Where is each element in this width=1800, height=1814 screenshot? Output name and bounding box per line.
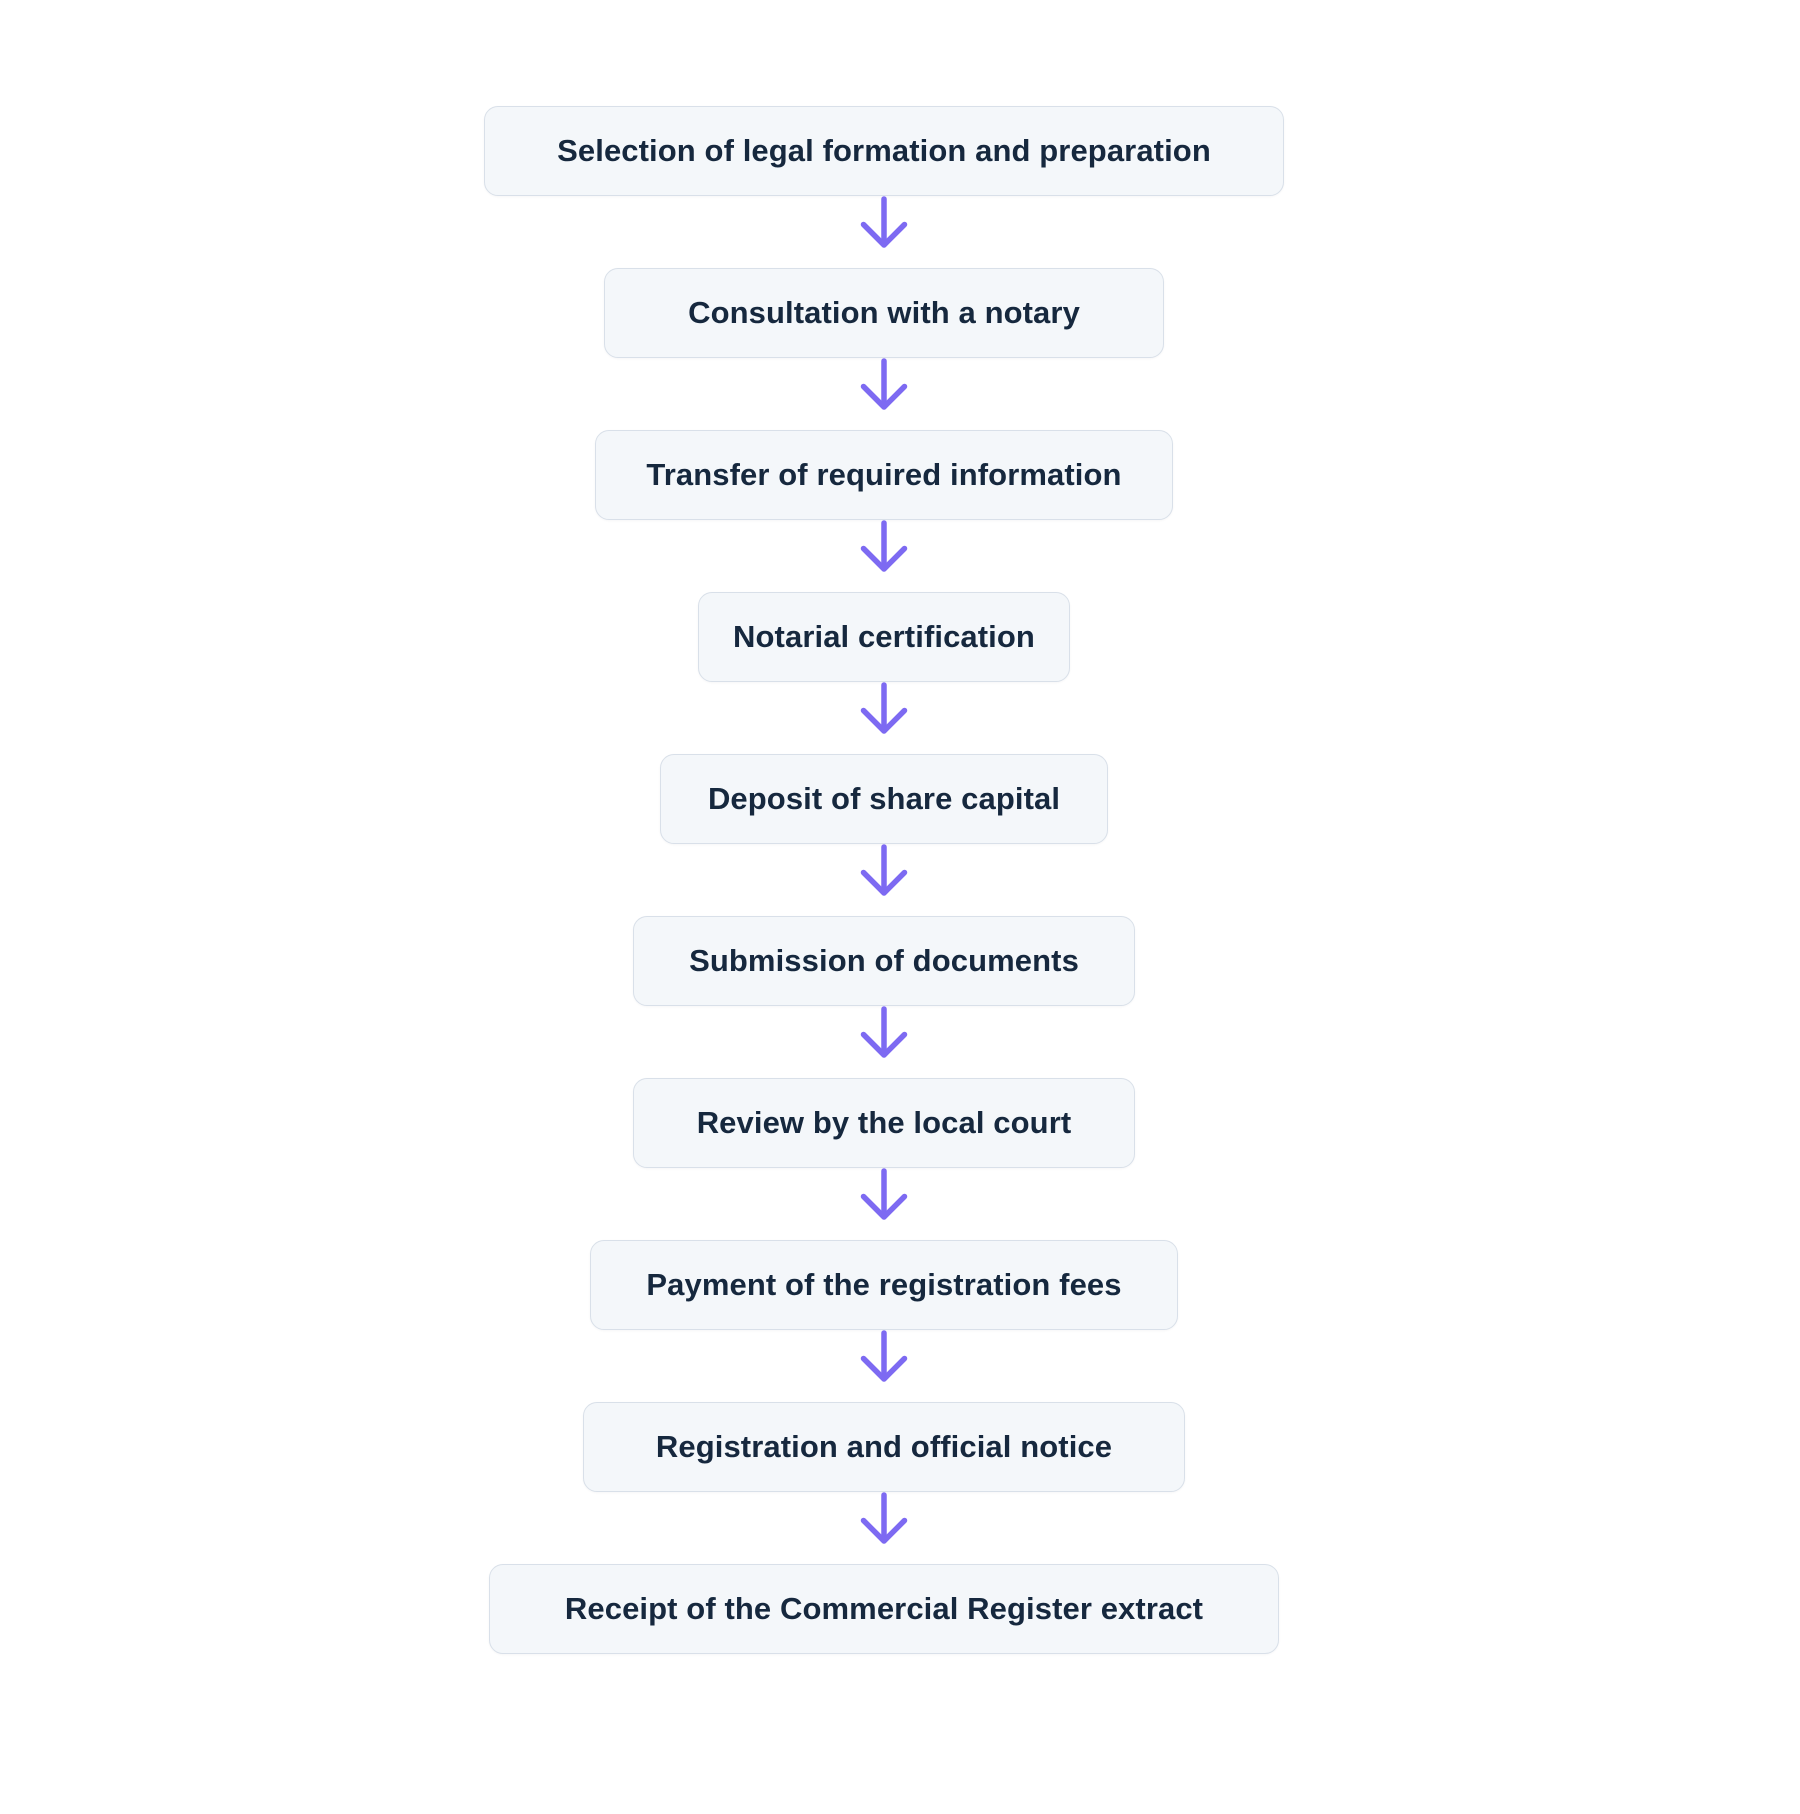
flow-step-label: Receipt of the Commercial Register extra… (564, 1591, 1204, 1626)
flow-step-box: Notarial certification (698, 592, 1070, 682)
arrow-down-icon (860, 358, 908, 410)
arrow-down-icon (860, 1168, 908, 1220)
arrow-down-icon (860, 196, 908, 248)
flow-step-box: Review by the local court (633, 1078, 1135, 1168)
arrow-down-icon (860, 682, 908, 734)
flow-step-box: Transfer of required information (595, 430, 1173, 520)
flow-step-box: Consultation with a notary (604, 268, 1164, 358)
flow-step-label: Selection of legal formation and prepara… (557, 133, 1211, 168)
flow-step-box: Deposit of share capital (660, 754, 1108, 844)
flow-step-label: Deposit of share capital (707, 781, 1061, 816)
flow-step-label: Payment of the registration fees (646, 1267, 1122, 1302)
flow-step-label: Registration and official notice (655, 1429, 1113, 1464)
arrow-down-icon (860, 1330, 908, 1382)
flow-step-label: Transfer of required information (646, 457, 1122, 492)
arrow-down-icon (860, 520, 908, 572)
flow-step-label: Submission of documents (689, 943, 1079, 978)
flow-step-label: Notarial certification (733, 619, 1035, 654)
flow-step-box: Submission of documents (633, 916, 1135, 1006)
flow-step-box: Payment of the registration fees (590, 1240, 1178, 1330)
flow-step-label: Consultation with a notary (688, 295, 1080, 330)
arrow-down-icon (860, 1006, 908, 1058)
arrow-down-icon (860, 1492, 908, 1544)
flow-step-box: Selection of legal formation and prepara… (484, 106, 1284, 196)
flow-step-box: Receipt of the Commercial Register extra… (489, 1564, 1279, 1654)
flow-step-box: Registration and official notice (583, 1402, 1185, 1492)
arrow-down-icon (860, 844, 908, 896)
flow-step-label: Review by the local court (696, 1105, 1072, 1140)
